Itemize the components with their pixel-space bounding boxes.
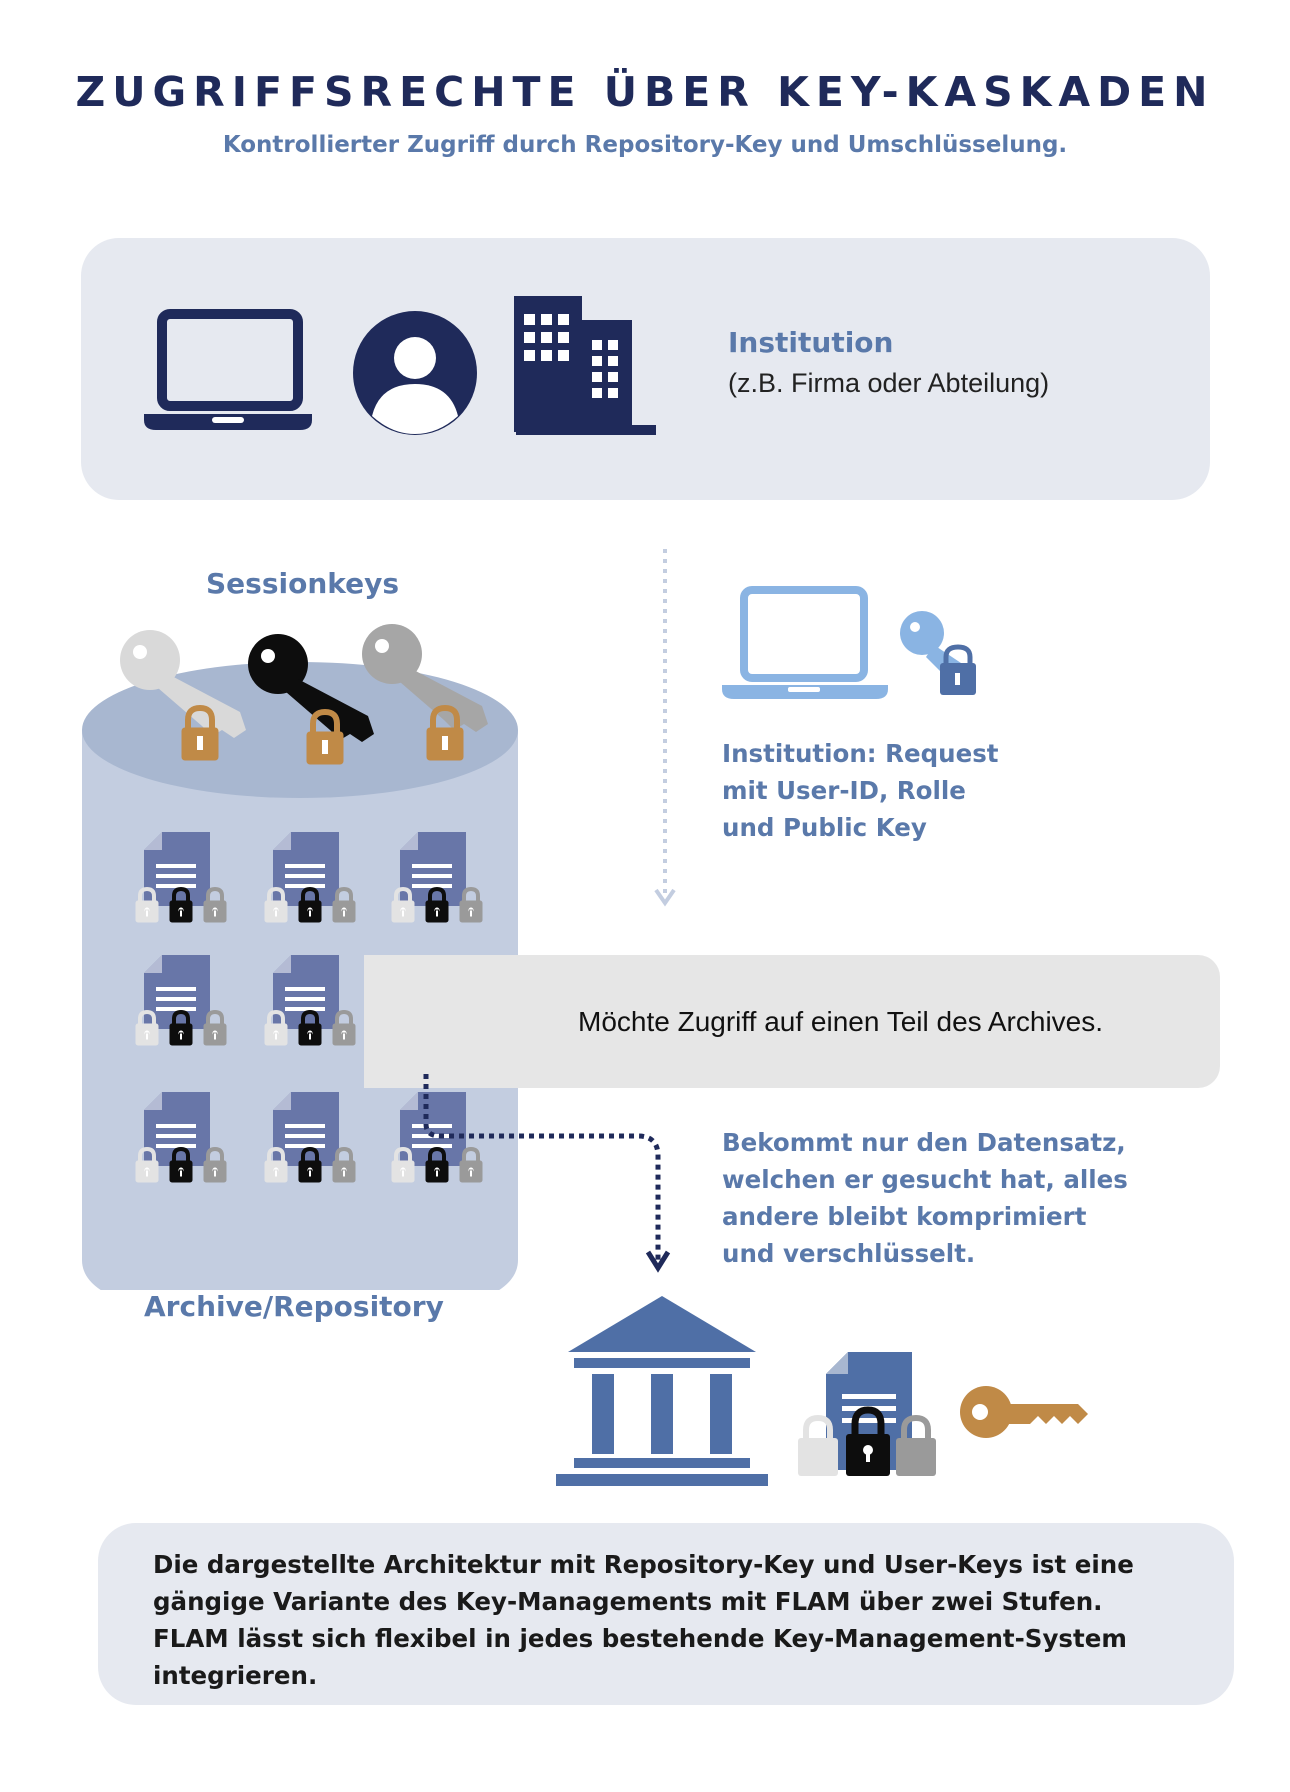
padlock-icon — [896, 1414, 936, 1476]
page-title: ZUGRIFFSRECHTE ÜBER KEY-KASKADEN — [75, 68, 1215, 116]
sessionkeys-label: Sessionkeys — [206, 567, 400, 600]
request-laptop-illustration — [722, 586, 976, 699]
page-subtitle: Kontrollierter Zugriff durch Repository-… — [222, 132, 1068, 158]
institution-title: Institution — [728, 326, 894, 359]
office-building-icon — [514, 296, 656, 435]
result-description: Bekommt nur den Datensatz, welchen er ge… — [722, 1128, 1128, 1268]
institution-panel — [81, 238, 1210, 500]
session-key-icon — [362, 624, 488, 760]
access-request-box — [364, 955, 1220, 1088]
laptop-icon — [144, 309, 312, 430]
footer-text: Die dargestellte Architektur mit Reposit… — [153, 1550, 1134, 1690]
public-key-icon — [900, 611, 976, 695]
padlock-icon — [846, 1406, 890, 1476]
light-laptop-icon — [722, 586, 888, 699]
user-avatar-icon — [353, 311, 477, 435]
session-key-icon — [248, 634, 374, 764]
session-key-icon — [120, 630, 246, 760]
request-description: Institution: Request mit User-ID, Rolle … — [722, 739, 999, 842]
request-arrow — [654, 549, 676, 907]
footer-panel — [98, 1523, 1234, 1705]
archive-repository-label: Archive/Repository — [144, 1290, 444, 1323]
padlock-icon — [798, 1414, 838, 1476]
institution-subtitle: (z.B. Firma oder Abteilung) — [728, 368, 1050, 398]
delivered-dataset-illustration — [556, 1296, 1088, 1486]
institution-bank-icon — [556, 1296, 768, 1486]
institution-icons — [144, 296, 656, 435]
repository-key-icon — [960, 1386, 1088, 1438]
access-request-text: Möchte Zugriff auf einen Teil des Archiv… — [578, 1006, 1104, 1037]
repository-cylinder — [82, 624, 518, 1290]
delivery-arrow — [423, 1074, 671, 1273]
